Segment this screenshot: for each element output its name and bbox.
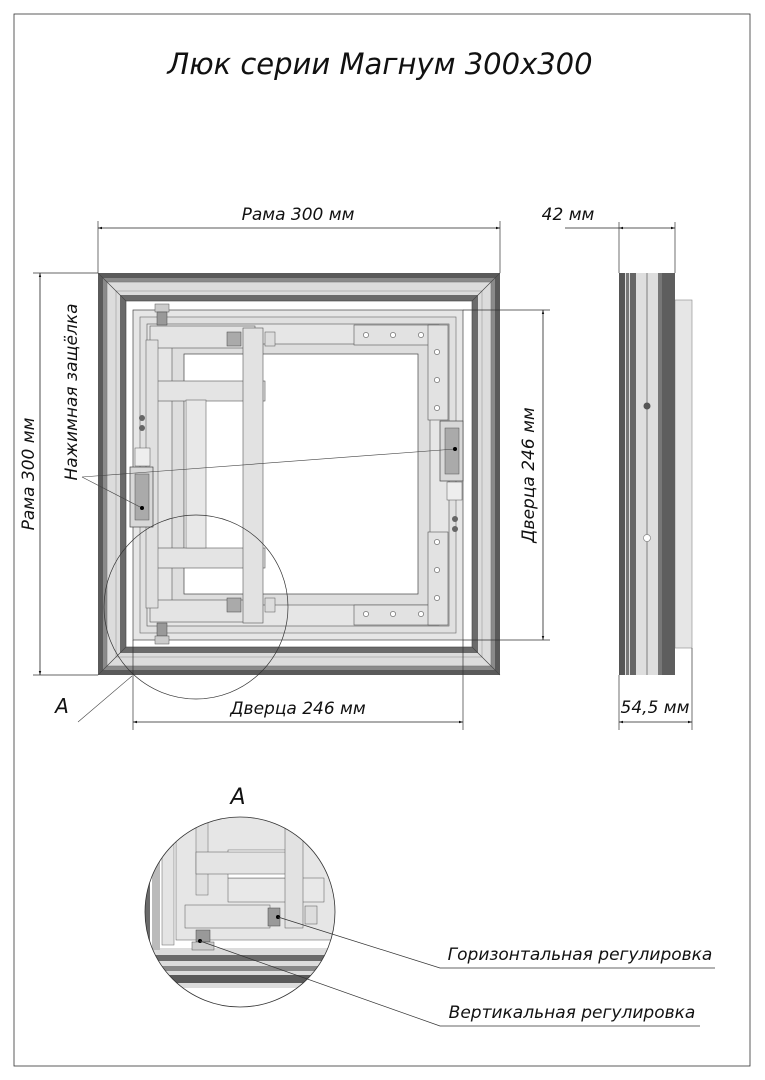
frame-height-dimension: Рама 300 мм	[19, 272, 98, 676]
frame-width-label: Рама 300 мм	[242, 205, 355, 225]
detail-marker-label: A	[53, 694, 69, 718]
horizontal-adjustment-callout: Горизонтальная регулировка	[276, 915, 715, 969]
total-depth-label: 54,5 мм	[621, 698, 690, 718]
vertical-adjustment-label: Вертикальная регулировка	[449, 1003, 696, 1023]
front-view	[97, 272, 501, 676]
horizontal-adjustment-label: Горизонтальная регулировка	[448, 945, 713, 965]
vertical-adjustment-callout: Вертикальная регулировка	[198, 939, 700, 1027]
sheet-border	[13, 13, 751, 1067]
frame-width-dimension: Рама 300 мм	[97, 205, 501, 273]
detail-title: A	[228, 785, 245, 810]
door-height-label: Дверца 246 мм	[519, 407, 539, 544]
door-width-label: Дверца 246 мм	[229, 699, 366, 719]
drawing-title: Люк серии Магнум 300х300	[166, 47, 592, 81]
latch-label: Нажимная защёлка	[62, 303, 82, 480]
detail-a-view: A	[144, 785, 336, 1008]
door-width-dimension: Дверца 246 мм	[132, 640, 464, 730]
latch-callout: Нажимная защёлка	[62, 303, 457, 510]
frame-height-label: Рама 300 мм	[19, 417, 39, 530]
door-height-dimension: Дверца 246 мм	[463, 309, 550, 641]
side-view: 42 мм 54,5 мм	[542, 205, 693, 730]
detail-a-marker: A	[53, 514, 289, 723]
frame-depth-label: 42 мм	[542, 205, 595, 225]
